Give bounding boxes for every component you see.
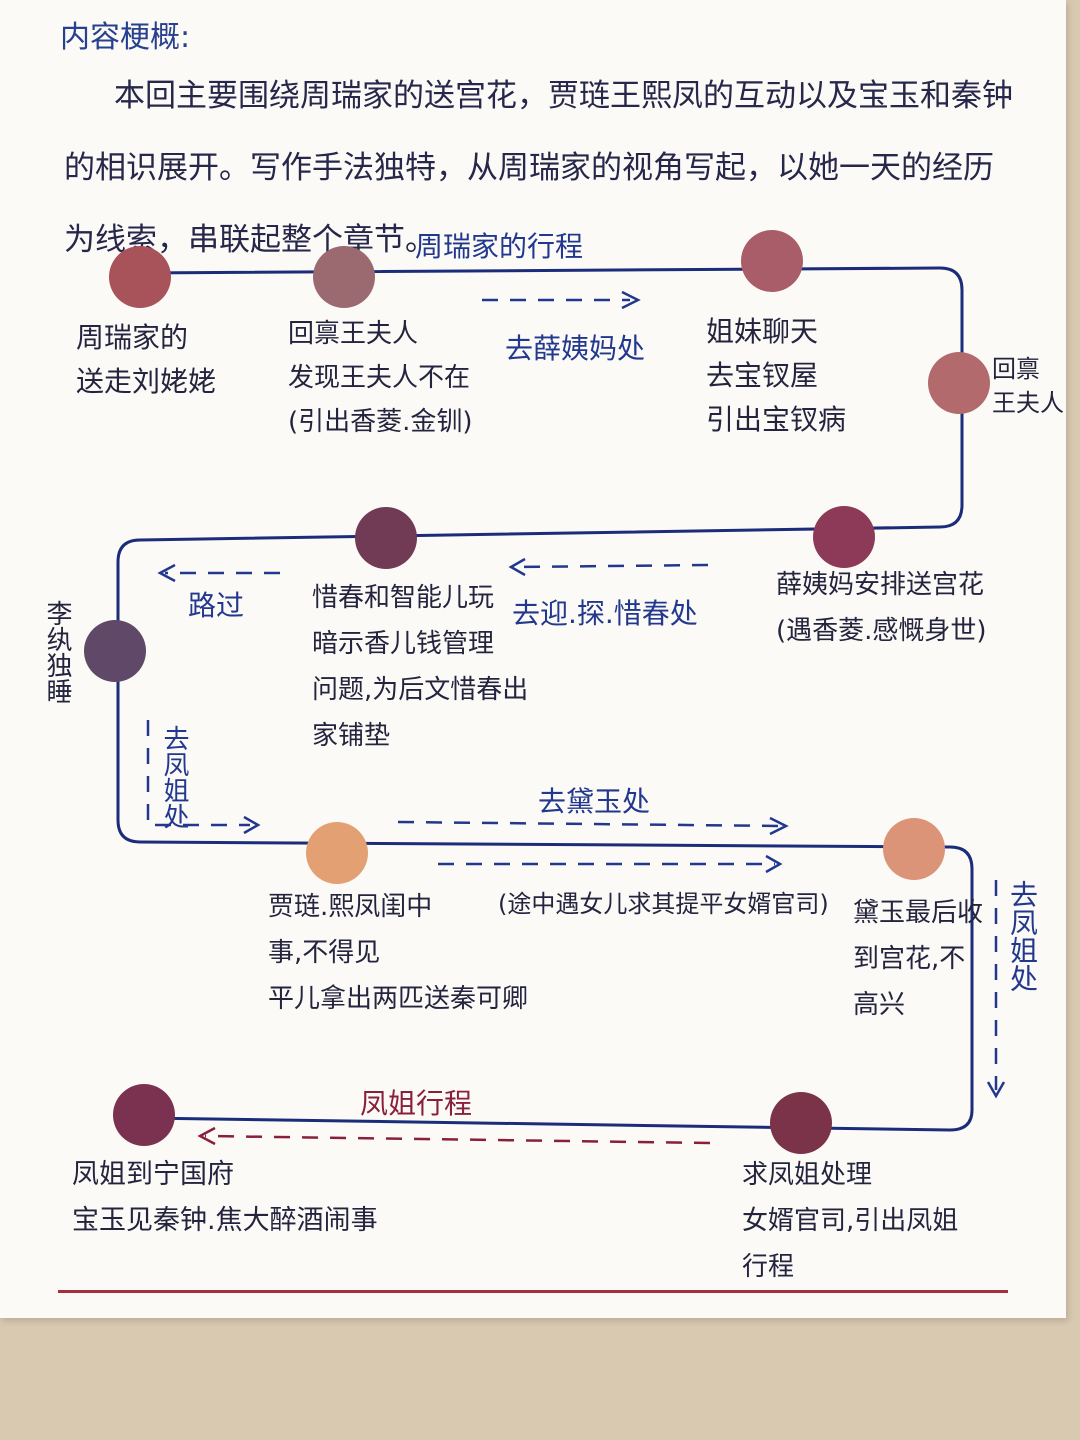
notebook-page: 内容梗概: 本回主要围绕周瑞家的送宫花，贾琏王熙凤的互动以及宝玉和秦钟的相识展开… <box>0 0 1066 1318</box>
note-send-off-liulaolao: 周瑞家的 送走刘姥姥 <box>76 321 217 398</box>
fengjie-route-title: 凤姐行程 <box>360 1087 473 1120</box>
note-xichun-zhineng: 惜春和智能儿玩 暗示香儿钱管理 问题,为后文惜春出 家铺垫 <box>312 583 529 751</box>
heading: 内容梗概: <box>60 20 191 55</box>
to-daiyu-label: 去黛玉处 <box>538 785 651 818</box>
stop-dot-7 <box>84 620 146 682</box>
to-yingtan-label: 去迎.探.惜春处 <box>512 597 698 630</box>
bottom-divider <box>58 1290 1008 1293</box>
to-xue-label: 去薛姨妈处 <box>505 332 646 365</box>
stop-dot-2 <box>313 246 375 308</box>
note-son-in-law-case: 求凤姐处理 女婿官司,引出凤姐 行程 <box>742 1160 959 1282</box>
stop-dot-1 <box>109 246 171 308</box>
to-fengjie-right-label: 去凤姐处 <box>1006 880 1039 992</box>
stop-dot-10 <box>770 1092 832 1154</box>
arrow-to-yingtan <box>514 563 709 569</box>
arrow-to-daiyu <box>397 820 781 828</box>
zhou-route-title: 周瑞家的行程 <box>415 230 584 263</box>
note-baochai-room: 姐妹聊天 去宝钗屋 引出宝钗病 <box>706 315 847 436</box>
passing-label: 路过 <box>188 589 245 622</box>
stop-dot-9 <box>883 818 945 880</box>
stop-dot-6 <box>355 507 417 569</box>
stop-dot-3 <box>741 230 803 292</box>
stop-dot-4 <box>928 352 990 414</box>
stop-dot-8 <box>306 822 368 884</box>
note-on-the-way: (途中遇女儿求其提平女婿官司) <box>498 890 829 918</box>
main-route-line <box>116 266 974 1132</box>
to-fengjie-left-label: 去凤姐处 <box>159 725 189 829</box>
arrow-to-fengjie-left <box>146 720 250 827</box>
stop-dot-5 <box>813 506 875 568</box>
note-liwan-sleeping: 李纨独睡 <box>42 600 72 704</box>
note-daiyu-flowers: 黛玉最后收 到宫花,不 高兴 <box>853 898 984 1020</box>
intro-paragraph: 本回主要围绕周瑞家的送宫花，贾琏王熙凤的互动以及宝玉和秦钟的相识展开。写作手法独… <box>64 78 1013 258</box>
note-report-back: 回禀 王夫人 <box>992 355 1064 417</box>
stop-dot-11 <box>113 1084 175 1146</box>
note-report-wang-furen: 回禀王夫人 发现王夫人不在 (引出香菱.金钏) <box>288 319 473 437</box>
note-jialian-xifeng: 贾琏.熙凤闺中 事,不得见 平儿拿出两匹送秦可卿 <box>268 892 529 1014</box>
note-ningguo-fu: 凤姐到宁国府 宝玉见秦钟.焦大醉酒闹事 <box>72 1159 378 1236</box>
note-xue-palace-flowers: 薛姨妈安排送宫花 (遇香菱.感慨身世) <box>776 570 987 646</box>
flow-path <box>116 266 1006 1146</box>
arrow-fengjie-route <box>204 1134 711 1145</box>
